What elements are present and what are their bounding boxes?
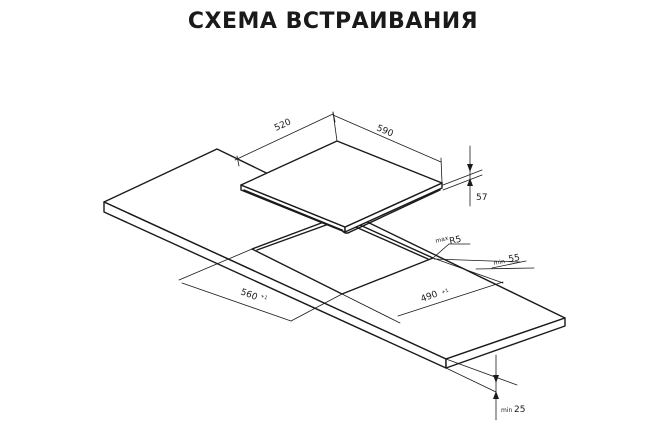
label-hob-depth: 520 — [273, 117, 293, 133]
label-edge-offset-prefix: min — [493, 258, 506, 267]
hob-rounded-foot — [341, 189, 441, 234]
hob-lower-left — [243, 189, 343, 231]
label-corner-radius: R5 — [449, 235, 463, 247]
label-cutout-width-tolerance: +1 — [259, 293, 268, 301]
dimension-hob-width — [332, 111, 443, 184]
dimension-corner-radius — [432, 243, 471, 259]
dimension-hob-height — [442, 145, 483, 207]
dimension-edge-offset — [433, 258, 535, 270]
diagram-title: СХЕМА ВСТРАИВАНИЯ — [187, 9, 479, 34]
label-edge-offset: 55 — [508, 253, 521, 265]
dimension-cutout-width — [178, 248, 343, 322]
label-hob-height: 57 — [476, 193, 487, 203]
label-corner-radius-prefix: max — [435, 235, 450, 245]
dimension-countertop-thickness — [445, 354, 518, 421]
label-countertop-thickness-prefix: min — [501, 407, 513, 414]
label-countertop-thickness: 25 — [514, 405, 525, 415]
dimension-cutout-depth — [341, 257, 504, 324]
label-cutout-width: 560 — [239, 287, 259, 303]
dimension-arrows — [467, 164, 499, 399]
countertop-side-edge — [445, 317, 566, 369]
label-cutout-depth-tolerance: +1 — [441, 288, 450, 296]
